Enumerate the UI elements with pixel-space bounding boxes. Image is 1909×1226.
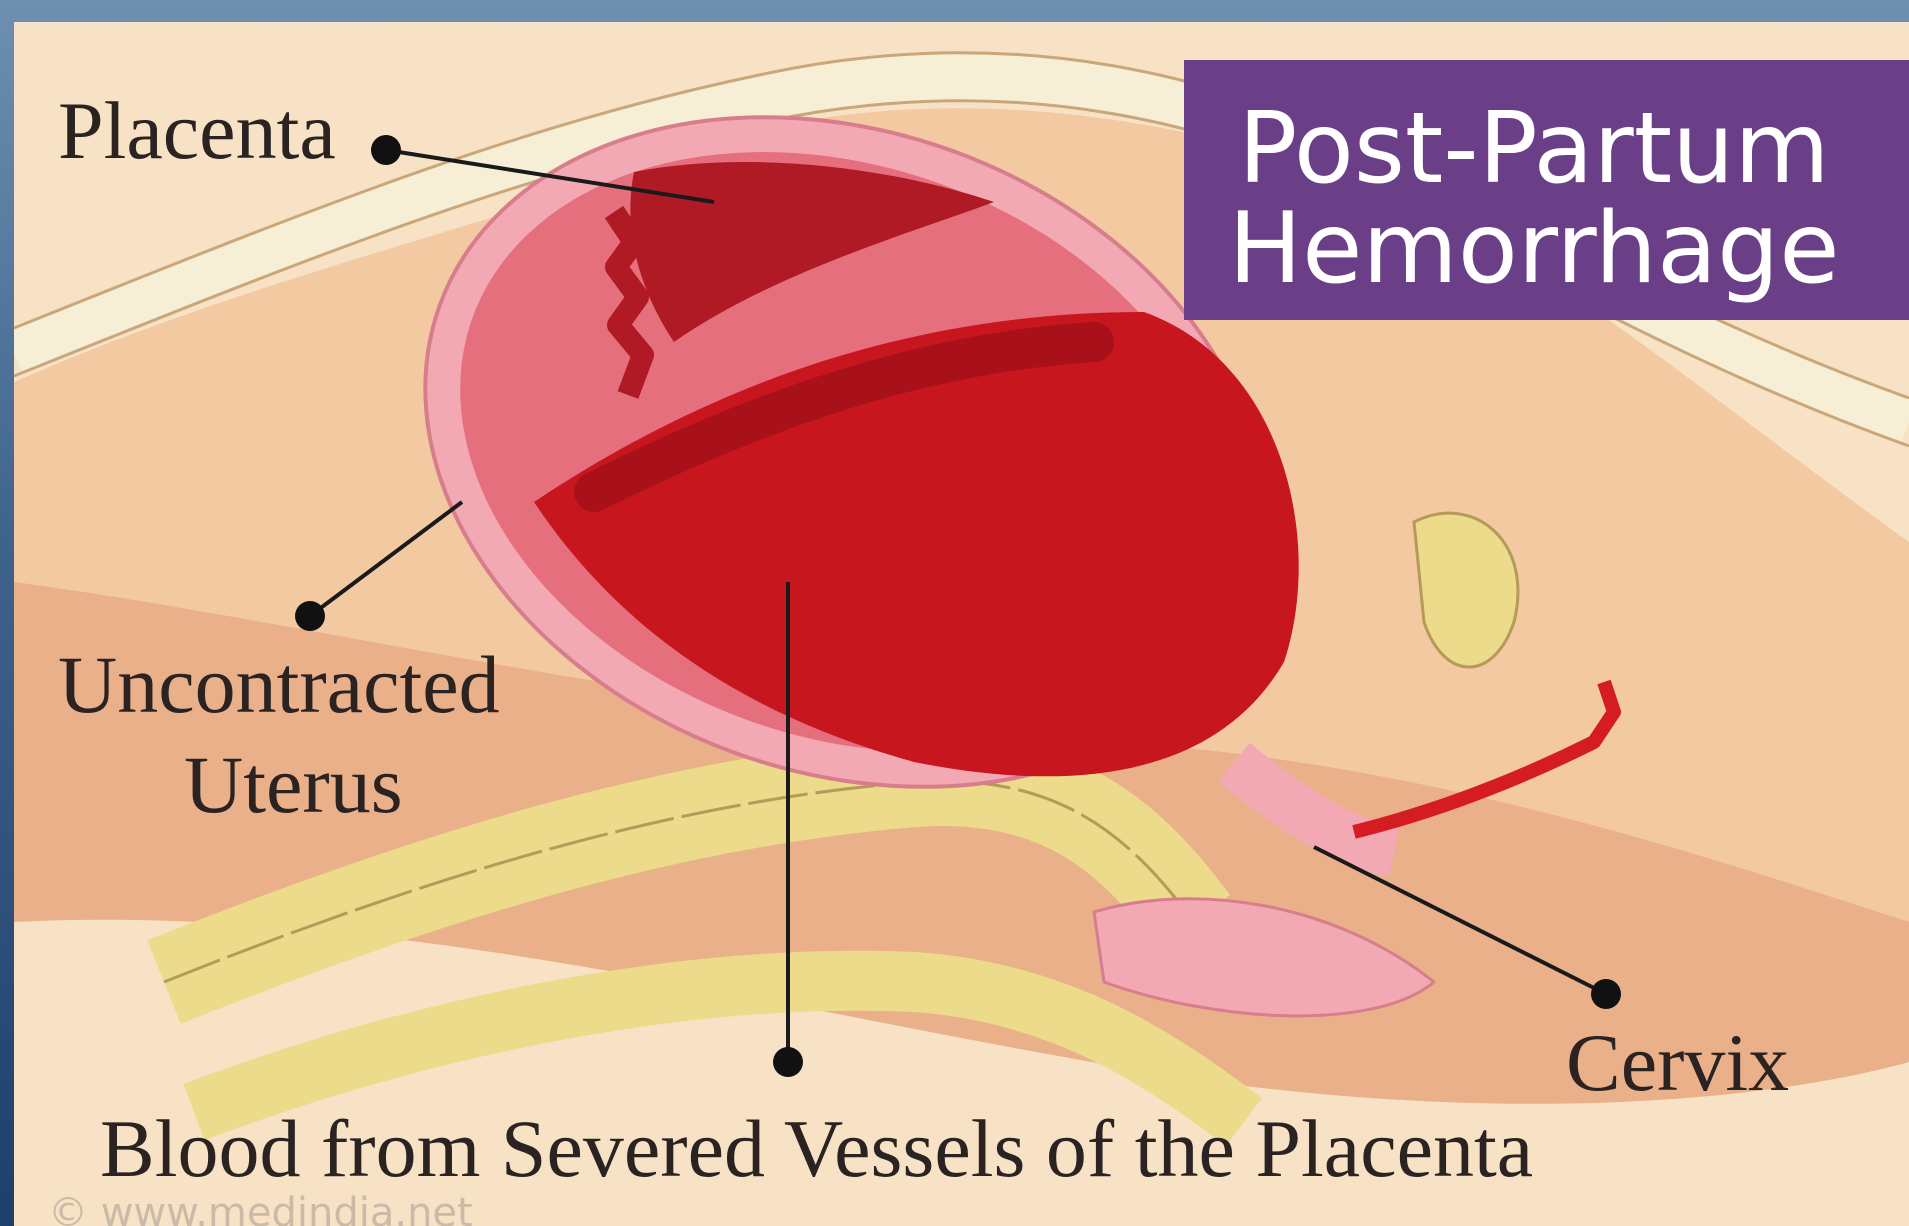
label-uterus-line1: Uncontracted — [58, 638, 500, 732]
placenta-leader-dot — [371, 135, 401, 165]
uterus-leader-dot — [295, 601, 325, 631]
label-uterus-line2: Uterus — [184, 738, 403, 832]
label-placenta: Placenta — [58, 84, 336, 178]
illustration-panel: Post-Partum Hemorrhage Placenta Uncontra… — [14, 22, 1909, 1226]
title-box: Post-Partum Hemorrhage — [1184, 60, 1909, 320]
title-line-2: Hemorrhage — [1184, 200, 1884, 298]
cervix-leader-dot — [1591, 979, 1621, 1009]
blood-leader-dot — [773, 1047, 803, 1077]
label-blood: Blood from Severed Vessels of the Placen… — [100, 1102, 1533, 1196]
watermark: © www.medindia.net — [48, 1190, 473, 1226]
label-cervix: Cervix — [1566, 1016, 1789, 1110]
title-line-1: Post-Partum — [1184, 100, 1884, 198]
